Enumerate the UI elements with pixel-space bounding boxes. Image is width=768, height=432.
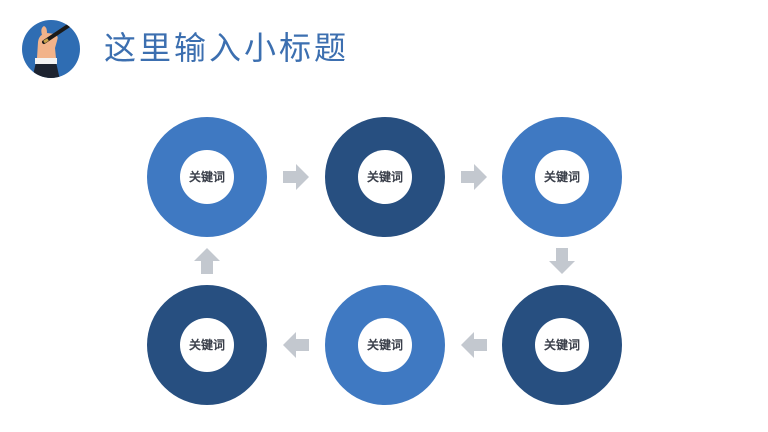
node-label-4: 关键词: [544, 337, 580, 352]
node-label-5: 关键词: [367, 337, 403, 352]
arrow-down-icon: [549, 248, 575, 274]
arrow-up-icon: [194, 248, 220, 274]
node-label-3: 关键词: [544, 169, 580, 184]
cycle-node-4: 关键词: [502, 285, 622, 405]
arrow-right-icon: [461, 164, 487, 190]
arrow-right-icon: [283, 164, 309, 190]
cycle-node-1: 关键词: [147, 117, 267, 237]
node-label-6: 关键词: [189, 337, 225, 352]
page-title: 这里输入小标题: [104, 29, 350, 67]
hand-with-pen-icon: [22, 20, 80, 78]
cycle-node-2: 关键词: [325, 117, 445, 237]
arrow-left-icon: [461, 332, 487, 358]
cycle-node-6: 关键词: [147, 285, 267, 405]
arrow-left-icon: [283, 332, 309, 358]
node-label-2: 关键词: [367, 169, 403, 184]
cycle-node-5: 关键词: [325, 285, 445, 405]
cycle-node-3: 关键词: [502, 117, 622, 237]
node-label-1: 关键词: [189, 169, 225, 184]
